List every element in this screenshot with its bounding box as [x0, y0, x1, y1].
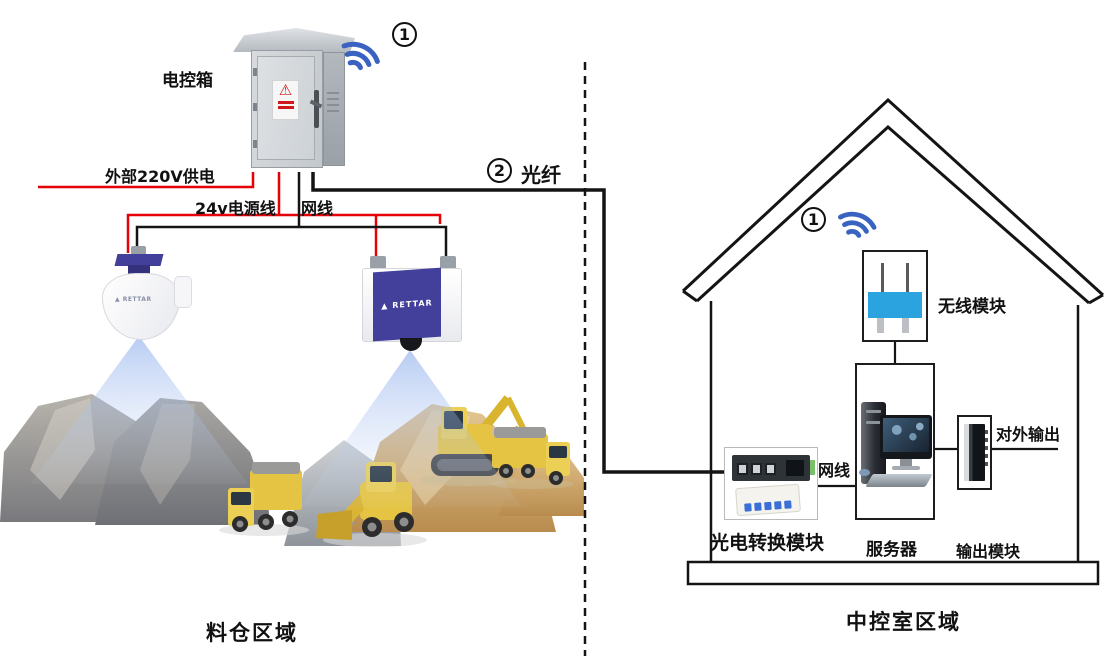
scanner-right-mount-left: [370, 256, 386, 269]
router-leg: [877, 318, 884, 333]
output-module-label: 输出模块: [956, 542, 1021, 561]
ethernet-port: [737, 463, 748, 475]
monitor-base: [892, 466, 920, 470]
port: [774, 501, 782, 510]
scan-beam-right: [300, 350, 522, 507]
port: [754, 502, 762, 511]
fiber-line: [311, 172, 724, 474]
cabinet-handle: [314, 90, 319, 128]
dump-truck-right: [492, 427, 570, 485]
brand-mark: ▲: [381, 301, 389, 311]
cabinet-side: [323, 52, 345, 166]
brand-mark: ▲: [115, 296, 121, 303]
brand-name: RETTAR: [392, 298, 433, 311]
cabinet-vent: [327, 92, 339, 94]
house-connections: [818, 342, 1058, 488]
brand-name: RETTAR: [122, 296, 152, 303]
server-box: [855, 363, 935, 520]
scanner-left-mount: [131, 246, 146, 255]
zone-label-left: 料仓区域: [206, 621, 298, 645]
power-220v-label: 外部220V供电: [105, 167, 215, 186]
server-screen: [883, 418, 929, 452]
badge-1-digit: 1: [398, 25, 411, 44]
wire-lan-bus: [135, 225, 448, 268]
scanner-right: ▲ RETTAR: [362, 256, 464, 354]
warning-icon: ⚠: [278, 81, 293, 99]
power-24v-label: 24v电源线: [195, 199, 276, 218]
cabinet-hinge: [253, 103, 257, 111]
lan-label-top: 网线: [301, 199, 334, 218]
lan-wires-black: [135, 172, 448, 268]
output-module-box: [957, 415, 992, 490]
ethernet-port: [751, 463, 762, 475]
roof-outer: [681, 97, 1105, 297]
wireless-module-label: 无线模块: [938, 297, 1006, 317]
monitor-stand: [900, 459, 912, 467]
roof-eave-right: [1088, 293, 1104, 305]
port: [744, 503, 752, 512]
cabinet-vent: [327, 104, 339, 106]
terminal-block: [810, 460, 815, 475]
scan-beam-left: [30, 336, 248, 484]
badge-1-house: 1: [801, 207, 826, 232]
external-output-label: 对外输出: [996, 425, 1061, 444]
scanner-left-neck: [128, 265, 150, 274]
brand-logo: ▲ RETTAR: [115, 296, 152, 303]
scanner-left-body: ▲ RETTAR: [102, 273, 180, 340]
cabinet-vent: [327, 98, 339, 100]
power-wires-red: [38, 172, 442, 264]
badge-2: 2: [487, 158, 512, 183]
antenna: [906, 263, 909, 294]
cabinet-vent: [327, 110, 339, 112]
badge-1: 1: [392, 22, 417, 47]
wireless-router: [868, 292, 922, 318]
dump-truck-left: [228, 462, 302, 532]
converter-box: [724, 447, 818, 520]
fiber-port: [786, 460, 804, 476]
server-label: 服务器: [866, 540, 917, 560]
house-outline: [681, 97, 1105, 586]
warning-sticker: ⚠: [272, 80, 299, 120]
zone-label-right: 中控室区域: [846, 610, 961, 634]
foundation: [686, 560, 1100, 586]
roof-eave-left: [682, 289, 698, 303]
cabinet-hinge: [253, 68, 257, 76]
scanner-right-lens: [400, 338, 422, 351]
roof-inner: [695, 124, 1090, 305]
wire-24v-bus: [126, 213, 442, 253]
media-converter: [732, 455, 815, 481]
antenna: [881, 263, 884, 294]
cabinet-label: 电控箱: [162, 71, 213, 91]
wifi-icon: [341, 41, 380, 71]
scanner-left: ▲ RETTAR: [100, 246, 192, 342]
mouse: [859, 469, 870, 476]
output-device: [964, 424, 988, 481]
brand-logo: ▲ RETTAR: [381, 298, 432, 311]
port: [764, 501, 772, 511]
lan-label-house: 网线: [818, 461, 851, 480]
fiber-label: 光纤: [521, 163, 561, 187]
cabinet-hinge: [253, 140, 257, 148]
router-leg: [902, 318, 909, 333]
badge-1-house-digit: 1: [807, 210, 820, 229]
scanner-right-panel: ▲ RETTAR: [373, 267, 441, 342]
ethernet-port: [765, 463, 776, 475]
wire-220v: [38, 172, 255, 189]
port: [784, 500, 792, 509]
badge-2-digit: 2: [493, 161, 506, 180]
scanner-left-pod: [174, 276, 192, 308]
server-monitor: [880, 415, 932, 459]
scanner-right-mount-right: [440, 256, 456, 269]
converter-unit: [735, 483, 801, 517]
control-cabinet: ⚠: [228, 28, 360, 174]
keyboard: [865, 474, 933, 487]
converter-label: 光电转换模块: [710, 532, 825, 554]
wireless-module: [862, 250, 928, 342]
wifi-icon-house: [838, 211, 877, 238]
